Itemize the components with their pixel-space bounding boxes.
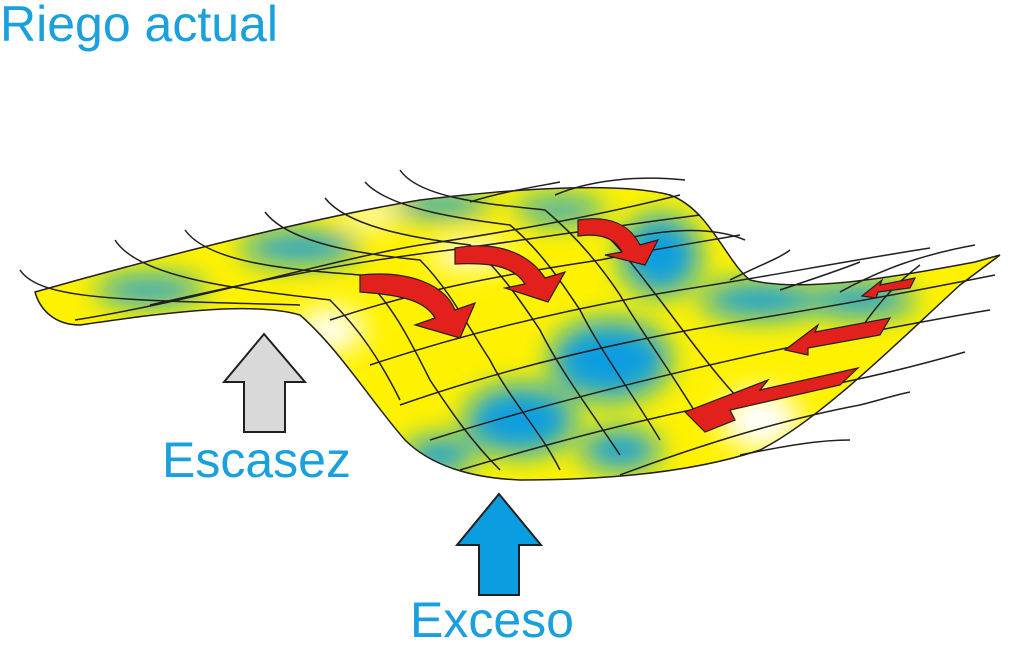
curved-arrow-red-icon <box>359 273 477 339</box>
escasez-label: Escasez <box>162 432 351 488</box>
diagram-title: Riego actual <box>0 0 278 52</box>
up-arrow-blue-icon <box>454 492 544 596</box>
straight-arrow-red-icon <box>860 277 917 299</box>
curved-arrow-red-icon <box>454 245 567 303</box>
flow-arrows <box>359 218 917 433</box>
curved-arrow-red-icon <box>577 218 660 266</box>
straight-arrow-red-icon <box>783 317 892 356</box>
terrain-grid-cross-lines <box>19 169 741 471</box>
straight-arrow-red-icon <box>683 366 861 433</box>
up-arrow-gray-icon <box>221 332 308 433</box>
exceso-label: Exceso <box>410 592 574 648</box>
